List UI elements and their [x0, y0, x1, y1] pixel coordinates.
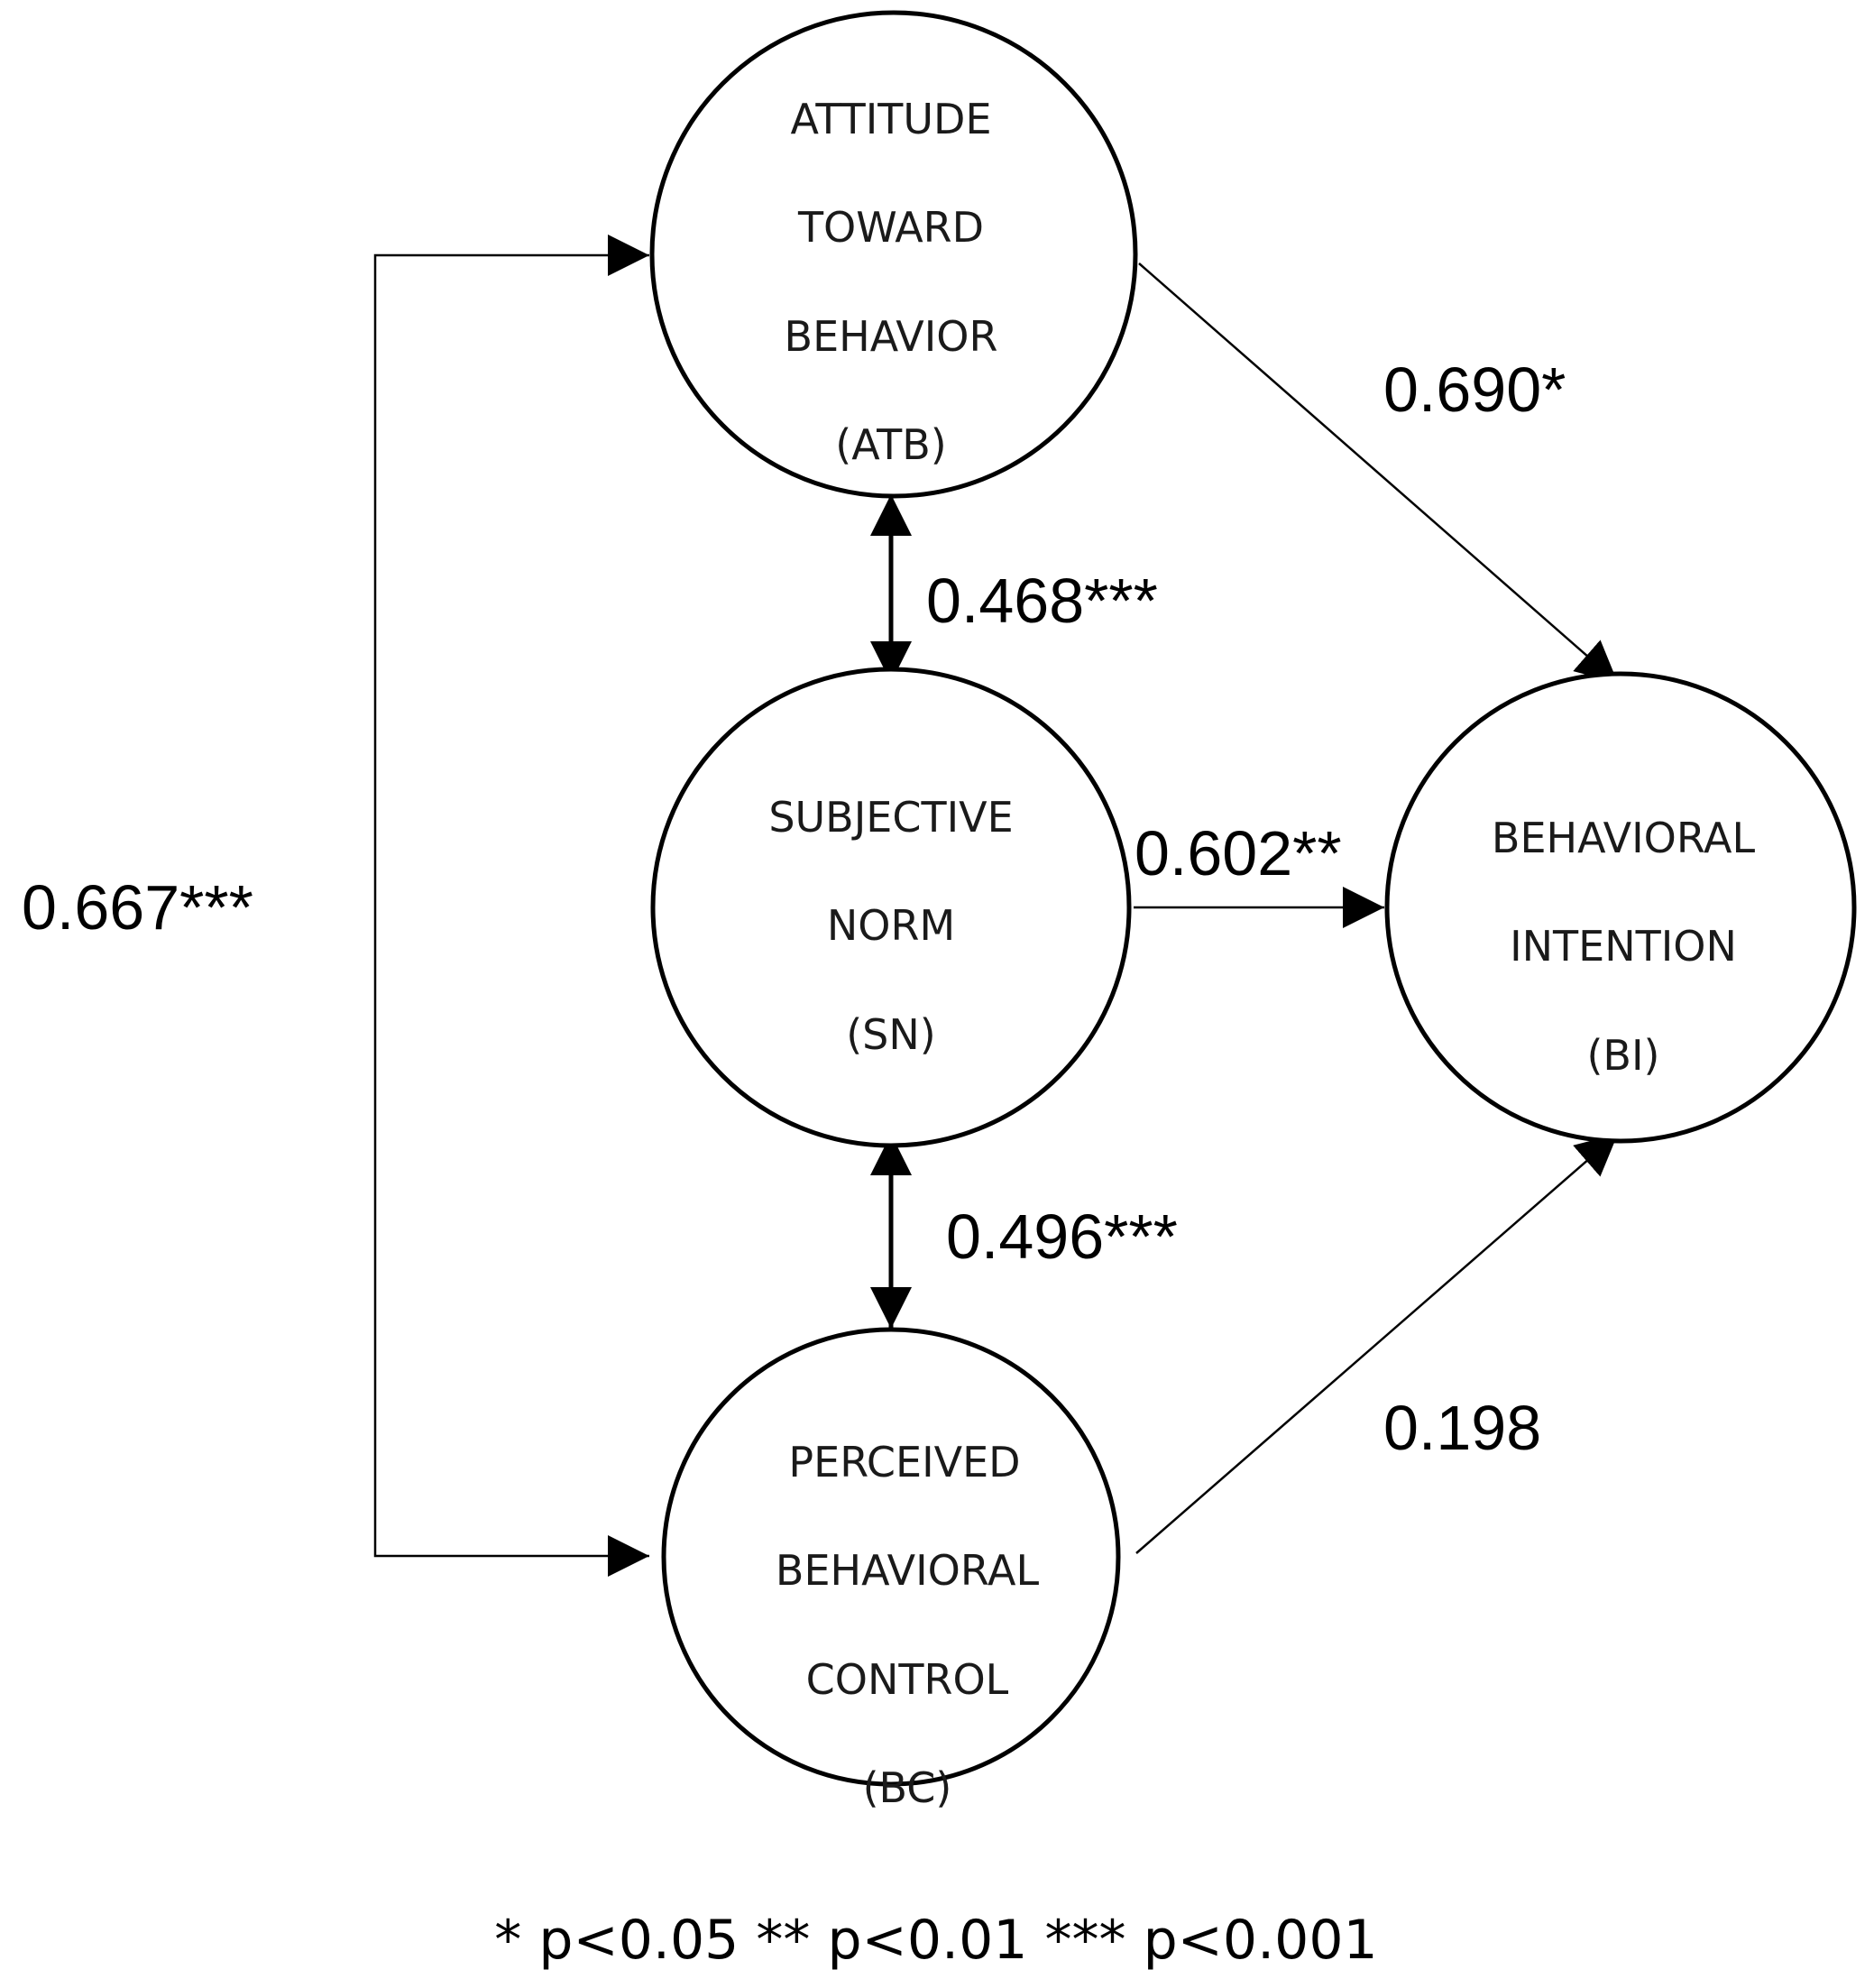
coef-atb-bi: 0.690*	[1383, 354, 1566, 425]
node-sn-line-3: (SN)	[846, 1010, 936, 1059]
node-bi-line-1: BEHAVIORAL	[1492, 814, 1756, 862]
node-bi-line-3: (BI)	[1586, 1031, 1659, 1080]
node-sn-line-1: SUBJECTIVE	[768, 793, 1013, 842]
node-atb-line-3: BEHAVIOR	[785, 312, 998, 361]
node-pbc: PERCEIVED BEHAVIORAL CONTROL (BC)	[661, 1327, 1121, 1812]
node-pbc-line-1: PERCEIVED	[788, 1438, 1020, 1486]
node-atb-line-1: ATTITUDE	[790, 95, 991, 143]
node-bi: BEHAVIORAL INTENTION (BI)	[1384, 671, 1857, 1144]
node-pbc-line-2: BEHAVIORAL	[776, 1546, 1040, 1595]
node-atb-line-4: (ATB)	[835, 420, 946, 469]
coef-atb-pbc: 0.667***	[22, 872, 253, 943]
node-pbc-line-4: (BC)	[863, 1763, 952, 1812]
node-bi-line-2: INTENTION	[1510, 922, 1737, 971]
node-sn-line-2: NORM	[827, 901, 955, 950]
edges	[373, 235, 1619, 1577]
coef-sn-bi: 0.602**	[1135, 818, 1342, 888]
node-pbc-line-3: CONTROL	[806, 1655, 1009, 1704]
node-atb-line-2: TOWARD	[797, 203, 984, 252]
significance-legend: * p<0.05 ** p<0.01 *** p<0.001	[494, 1909, 1377, 1972]
coef-sn-pbc: 0.496***	[946, 1201, 1178, 1272]
node-sn: SUBJECTIVE NORM (SN)	[650, 667, 1132, 1148]
coef-atb-sn: 0.468***	[926, 566, 1158, 636]
edge-pbc-to-bi	[1135, 1133, 1619, 1554]
edge-atb-pbc	[373, 235, 649, 1577]
edge-atb-to-bi	[1138, 262, 1619, 684]
coefficients: 0.690* 0.468*** 0.602** 0.496*** 0.198 0…	[22, 354, 1566, 1463]
coef-pbc-bi: 0.198	[1383, 1393, 1541, 1463]
node-atb: ATTITUDE TOWARD BEHAVIOR (ATB)	[649, 10, 1138, 499]
